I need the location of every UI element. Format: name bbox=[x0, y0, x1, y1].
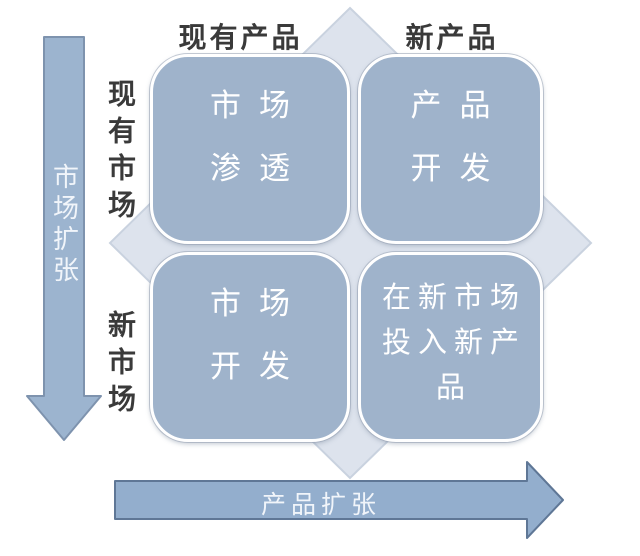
quadrant-text-line: 投入新产 bbox=[381, 324, 526, 359]
quadrant-text-line: 开发 bbox=[210, 349, 308, 385]
row-header-new-market: 新市场 bbox=[104, 309, 137, 421]
quadrant-text-line: 品 bbox=[435, 369, 472, 404]
quadrant-text-line: 渗透 bbox=[210, 151, 308, 187]
column-header-new-products: 新产品 bbox=[405, 21, 499, 54]
vertical-down-arrow bbox=[26, 36, 102, 441]
quadrant-text-line: 开发 bbox=[410, 151, 509, 187]
quadrant-product-development: 产品 开发 bbox=[358, 54, 543, 244]
quadrant-market-penetration: 市场 渗透 bbox=[150, 54, 350, 244]
quadrant-text-line: 在新市场 bbox=[381, 279, 526, 314]
vertical-arrow-label: 市场扩张 bbox=[48, 163, 79, 287]
quadrant-text-line: 市场 bbox=[210, 88, 308, 124]
horizontal-right-arrow bbox=[114, 461, 564, 539]
row-header-existing-market: 现有市场 bbox=[104, 79, 137, 227]
quadrant-text-line: 市场 bbox=[210, 286, 308, 322]
column-header-existing-products: 现有产品 bbox=[178, 21, 303, 54]
quadrant-text-line: 产品 bbox=[410, 88, 509, 124]
horizontal-arrow-label: 产品扩张 bbox=[260, 490, 381, 519]
quadrant-new-product-new-market: 在新市场 投入新产 品 bbox=[358, 252, 543, 442]
quadrant-market-development: 市场 开发 bbox=[150, 252, 350, 442]
